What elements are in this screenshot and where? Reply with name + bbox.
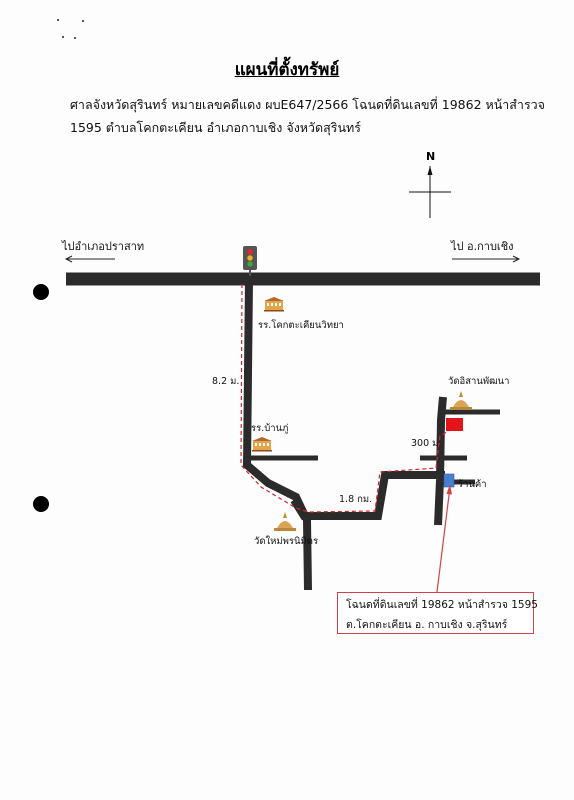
scan-speck xyxy=(57,19,59,21)
page-title: แผนที่ตั้งทรัพย์ xyxy=(234,60,340,80)
direction-arrow-right xyxy=(452,255,521,263)
scan-speck xyxy=(74,37,76,39)
shop-label: ร้านค้า xyxy=(458,479,487,490)
direction-arrow-left xyxy=(64,255,115,263)
scan-speck xyxy=(62,36,64,38)
distance-side-road: 1.8 กม. xyxy=(339,494,373,505)
side-road xyxy=(290,471,445,520)
branch-road xyxy=(242,279,312,591)
north-label: N xyxy=(426,150,436,163)
temple-road xyxy=(434,396,447,526)
school1-label: รร.โคกตะเคียนวิทยา xyxy=(258,320,344,331)
temple-stupa-icon xyxy=(450,391,472,410)
binder-hole-top xyxy=(33,284,49,300)
school-building-icon xyxy=(252,437,272,452)
direction-label-left: ไปอำเภอปราสาท xyxy=(62,240,145,253)
callout-pointer xyxy=(436,484,452,593)
school-building-icon xyxy=(264,297,284,312)
distance-main-road: 8.2 ม. xyxy=(212,376,240,387)
route-path xyxy=(240,283,451,513)
temple-stupa-icon xyxy=(274,512,296,531)
callout-line-1: โฉนดที่ดินเลขที่ 19862 หน้าสำรวจ 1595 xyxy=(346,599,538,611)
callout-line-2: ต.โคกตะเคียน อ. กาบเชิง จ.สุรินทร์ xyxy=(346,619,508,631)
temple-upper-label: วัดอิสานพัฒนา xyxy=(448,376,510,387)
distance-last-leg: 300 ม. xyxy=(411,438,442,449)
direction-label-right: ไป อ.กาบเชิง xyxy=(451,240,514,253)
description-line-2: 1595 ตำบลโคกตะเคียน อำเภอกาบเชิง จังหวัด… xyxy=(70,120,362,135)
binder-hole-bottom xyxy=(33,496,49,512)
property-marker-icon xyxy=(446,418,463,431)
school2-label: รร.บ้านภู่ xyxy=(251,423,289,434)
traffic-light-icon xyxy=(243,246,257,276)
temple-lower-label: วัดใหม่พรนิมิตร xyxy=(254,536,319,547)
description-line-1: ศาลจังหวัดสุรินทร์ หมายเลขคดีแดง ผบE647/… xyxy=(70,97,546,112)
north-arrow-icon xyxy=(427,166,433,175)
property-callout-box: โฉนดที่ดินเลขที่ 19862 หน้าสำรวจ 1595 ต.… xyxy=(337,592,538,634)
shop-marker-icon xyxy=(443,473,455,488)
compass xyxy=(409,166,451,218)
roads xyxy=(66,272,540,591)
scan-speck xyxy=(82,20,84,22)
